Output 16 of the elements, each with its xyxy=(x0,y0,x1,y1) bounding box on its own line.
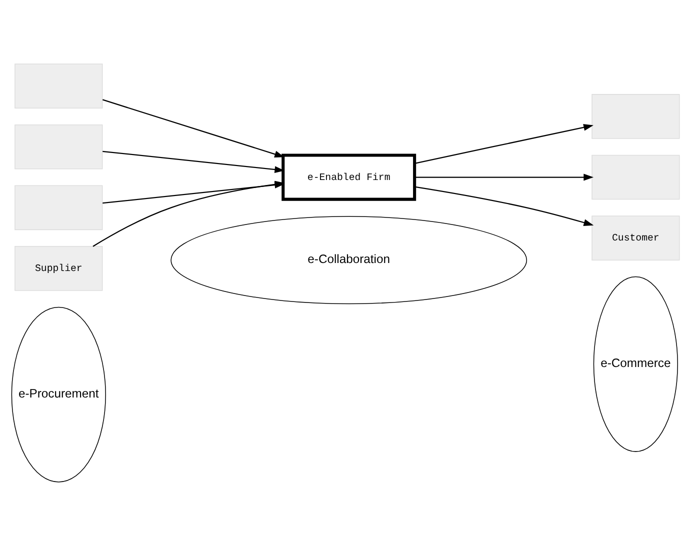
node-ellipse: e-Procurement xyxy=(11,306,106,482)
node-box xyxy=(14,184,103,230)
node-ellipse: e-Collaboration xyxy=(170,216,528,304)
node-box xyxy=(592,154,680,200)
arrow xyxy=(414,186,594,226)
node-box: e-Enabled Firm xyxy=(282,153,416,200)
node-box xyxy=(592,94,680,138)
arrow xyxy=(102,150,285,172)
arrow xyxy=(414,173,594,180)
node-box xyxy=(14,124,103,169)
node-ellipse: e-Commerce xyxy=(593,276,678,452)
arrow xyxy=(102,98,285,157)
arrow xyxy=(414,123,594,164)
node-box: Supplier xyxy=(14,246,103,290)
node-box: Customer xyxy=(592,215,680,260)
node-box xyxy=(14,63,103,108)
